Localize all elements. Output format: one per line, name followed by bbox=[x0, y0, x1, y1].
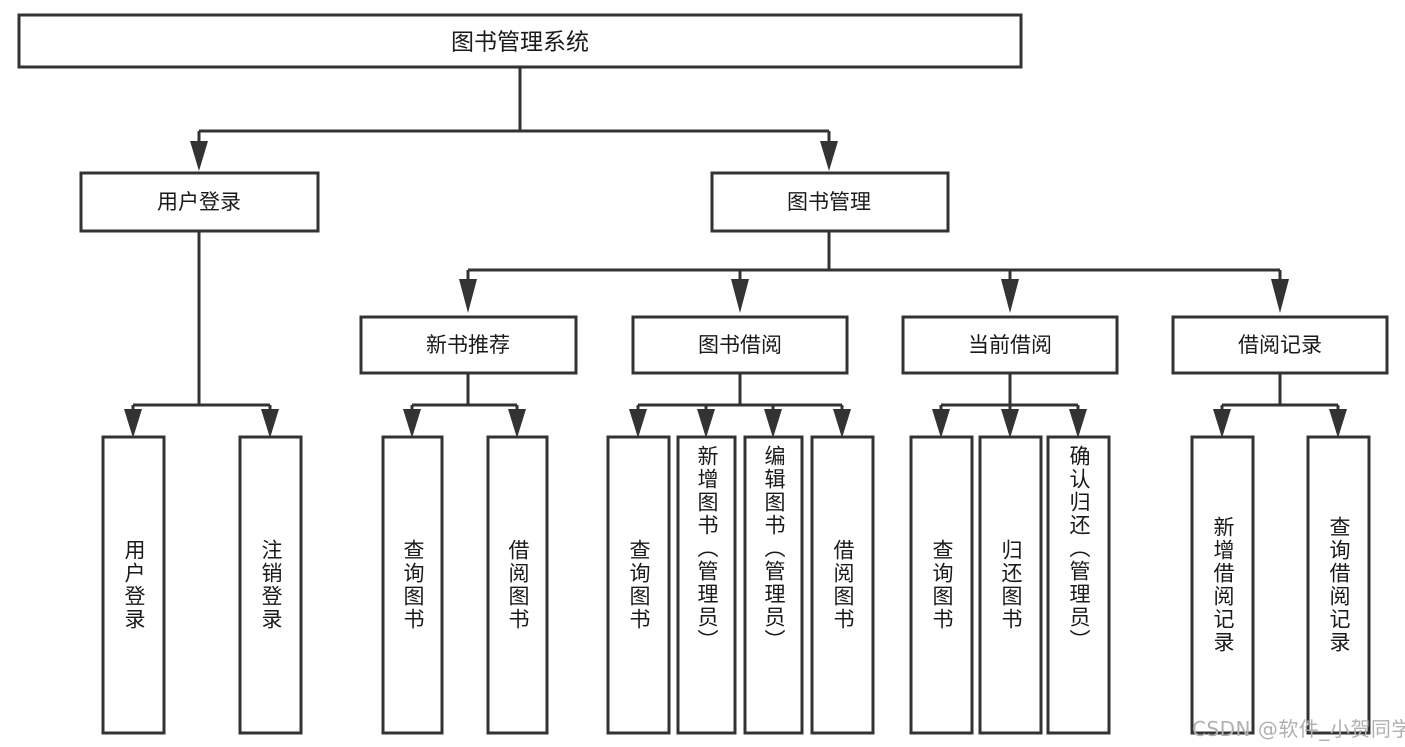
arrow-bookborrow-to-leaf1 bbox=[629, 409, 647, 438]
node-current-borrow-box[interactable] bbox=[901, 315, 1119, 375]
node-book-borrow-label: 图书借阅 bbox=[698, 333, 782, 357]
csdn-watermark: CSDN @软件_小贺同学 bbox=[1192, 717, 1405, 741]
node-book-management-box[interactable] bbox=[710, 171, 950, 233]
node-new-book-recommend[interactable]: 新书推荐 bbox=[359, 315, 578, 375]
node-borrow-records-box[interactable] bbox=[1171, 315, 1389, 375]
leaf-box-records-query[interactable] bbox=[1306, 435, 1371, 735]
node-user-login-label: 用户登录 bbox=[157, 190, 241, 214]
arrow-userlogin-to-leaf2 bbox=[261, 409, 279, 438]
node-borrow-records[interactable]: 借阅记录 bbox=[1171, 315, 1389, 375]
connector-group-current-borrow bbox=[932, 374, 1087, 438]
node-borrow-records-label: 借阅记录 bbox=[1238, 333, 1322, 357]
node-new-book-recommend-label: 新书推荐 bbox=[426, 333, 510, 357]
leaf-box-newbooks-query[interactable] bbox=[381, 435, 444, 735]
leaf-box-current-confirm[interactable] bbox=[1046, 435, 1111, 735]
node-root-system[interactable]: 图书管理系统 bbox=[17, 13, 1023, 69]
arrow-root-to-user-login bbox=[190, 141, 208, 171]
leaf-box-borrow-edit[interactable] bbox=[743, 435, 804, 735]
leaf-box-user-login[interactable] bbox=[101, 435, 166, 735]
leaf-box-current-query[interactable] bbox=[909, 435, 974, 735]
arrow-bookmgmt-to-current bbox=[1001, 279, 1019, 313]
node-root-system-box[interactable] bbox=[17, 13, 1023, 69]
arrow-borrowrecords-to-leaf1 bbox=[1213, 409, 1231, 438]
arrow-currentborrow-to-leaf2 bbox=[1001, 409, 1019, 438]
leaf-box-records-add[interactable] bbox=[1190, 435, 1255, 735]
leaf-box-borrow-query[interactable] bbox=[606, 435, 671, 735]
arrow-bookborrow-to-leaf3 bbox=[764, 409, 782, 438]
node-book-management-label: 图书管理 bbox=[787, 190, 871, 214]
node-book-borrow[interactable]: 图书借阅 bbox=[631, 315, 849, 375]
leaf-box-newbooks-borrow[interactable] bbox=[486, 435, 549, 735]
arrow-bookborrow-to-leaf2 bbox=[697, 409, 715, 438]
connector-group-borrow-records bbox=[1213, 374, 1347, 438]
arrow-bookborrow-to-leaf4 bbox=[833, 409, 851, 438]
arrow-currentborrow-to-leaf1 bbox=[932, 409, 950, 438]
node-root-system-label: 图书管理系统 bbox=[451, 30, 589, 56]
connector-group-new-books bbox=[403, 374, 526, 438]
node-book-borrow-box[interactable] bbox=[631, 315, 849, 375]
node-current-borrow[interactable]: 当前借阅 bbox=[901, 315, 1119, 375]
arrow-currentborrow-to-leaf3 bbox=[1069, 409, 1087, 438]
node-book-management[interactable]: 图书管理 bbox=[710, 171, 950, 233]
arrow-bookmgmt-to-records bbox=[1271, 279, 1289, 313]
connector-group-root bbox=[190, 68, 838, 171]
node-user-login-box[interactable] bbox=[79, 171, 320, 233]
arrow-userlogin-to-leaf1 bbox=[124, 409, 142, 438]
connector-group-user-login bbox=[124, 232, 279, 438]
arrow-bookmgmt-to-new-books bbox=[459, 279, 477, 313]
connector-group-book-borrow bbox=[629, 374, 851, 438]
arrow-root-to-book-mgmt bbox=[820, 141, 838, 171]
leaf-box-logout[interactable] bbox=[238, 435, 303, 735]
connector-group-book-mgmt bbox=[459, 232, 1289, 313]
arrow-newbooks-to-leaf2 bbox=[508, 409, 526, 438]
leaf-box-borrow-borrow[interactable] bbox=[810, 435, 875, 735]
leaf-box-current-return[interactable] bbox=[978, 435, 1043, 735]
leaf-box-borrow-add[interactable] bbox=[676, 435, 737, 735]
arrow-bookmgmt-to-borrow bbox=[731, 279, 749, 313]
arrow-borrowrecords-to-leaf2 bbox=[1329, 409, 1347, 438]
node-current-borrow-label: 当前借阅 bbox=[968, 333, 1052, 357]
arrow-newbooks-to-leaf1 bbox=[403, 409, 421, 438]
node-new-book-recommend-box[interactable] bbox=[359, 315, 578, 375]
node-user-login[interactable]: 用户登录 bbox=[79, 171, 320, 233]
